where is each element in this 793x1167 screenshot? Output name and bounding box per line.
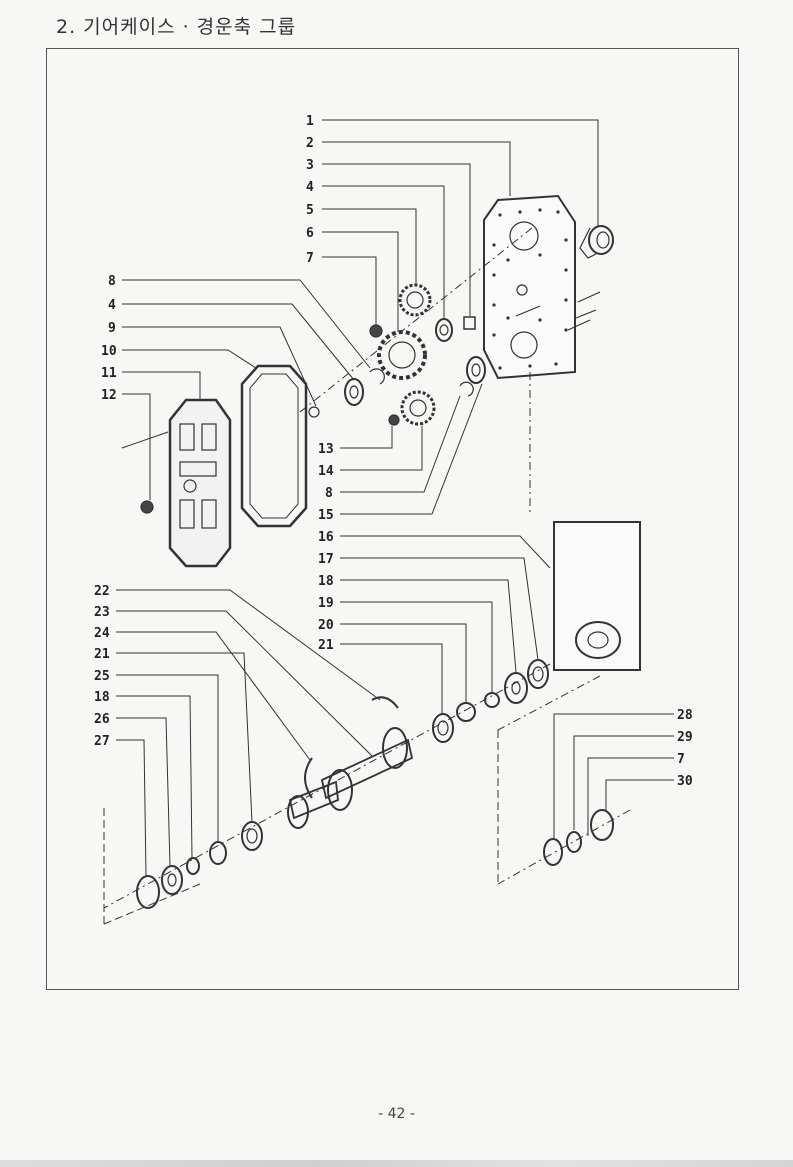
label-14: 14	[318, 464, 334, 479]
gasket	[240, 364, 308, 528]
label-3: 3	[306, 158, 314, 173]
label-22: 22	[94, 584, 110, 599]
label-2: 2	[306, 136, 314, 151]
leader-lines	[116, 119, 674, 877]
scan-edge	[0, 1160, 793, 1167]
label-27: 27	[94, 734, 110, 749]
cover-bolts	[515, 291, 601, 331]
label-6: 6	[306, 226, 314, 241]
hub-left	[161, 865, 183, 895]
label-4b: 4	[108, 298, 116, 313]
snap-ring-left	[369, 368, 385, 385]
collar-26	[186, 857, 200, 875]
label-12: 12	[101, 388, 117, 403]
label-15: 15	[318, 508, 334, 523]
label-30: 30	[677, 774, 693, 789]
label-13: 13	[318, 442, 334, 457]
washer	[308, 406, 320, 418]
side-cover	[553, 521, 641, 671]
bearing-29	[566, 831, 582, 853]
cap-30	[590, 809, 614, 841]
bearing-25	[241, 821, 263, 851]
label-23: 23	[94, 605, 110, 620]
label-26: 26	[94, 712, 110, 727]
label-1: 1	[306, 114, 314, 129]
flange-28	[543, 838, 563, 866]
gear-upper	[398, 283, 432, 317]
oil-seal-small	[463, 316, 476, 330]
snap-ring-right	[459, 381, 474, 397]
exploded-parts-diagram	[46, 48, 739, 990]
label-10: 10	[101, 344, 117, 359]
gear-case-housing	[168, 398, 232, 568]
label-20: 20	[318, 618, 334, 633]
label-21: 21	[318, 638, 334, 653]
collar-19	[484, 692, 500, 708]
tilling-shaft	[287, 696, 414, 829]
gear-large	[377, 330, 427, 380]
assembly-axis-lines	[103, 227, 631, 909]
label-8: 8	[108, 274, 116, 289]
label-29: 29	[677, 730, 693, 745]
label-17: 17	[318, 552, 334, 567]
flange-20	[456, 702, 476, 722]
flange-27	[136, 875, 160, 909]
bearing-right	[466, 356, 486, 384]
label-21b: 21	[94, 647, 110, 662]
label-18: 18	[318, 574, 334, 589]
label-28: 28	[677, 708, 693, 723]
label-11: 11	[101, 366, 117, 381]
label-24: 24	[94, 626, 110, 641]
label-7: 7	[306, 251, 314, 266]
bearing-cap-top	[579, 225, 614, 259]
label-19: 19	[318, 596, 334, 611]
label-8b: 8	[325, 486, 333, 501]
shaft-nut-lower	[388, 414, 400, 426]
label-5: 5	[306, 203, 314, 218]
label-16: 16	[318, 530, 334, 545]
housing-bolt	[121, 431, 169, 449]
page-title: 2. 기어케이스 · 경운축 그룹	[56, 16, 297, 38]
label-18b: 18	[94, 690, 110, 705]
label-7b: 7	[677, 752, 685, 767]
bearing-left	[344, 378, 364, 406]
label-25: 25	[94, 669, 110, 684]
part-number-labels: 1 2 3 4 5 6 7 8 4 9 10 11 12 13 14 8 15 …	[94, 114, 693, 789]
gear-lower	[400, 390, 436, 426]
bearing-7	[435, 318, 453, 342]
label-4: 4	[306, 180, 314, 195]
gear-case-cover	[483, 194, 576, 380]
label-9: 9	[108, 321, 116, 336]
oil-plug	[140, 500, 154, 514]
shaft-nut-upper	[369, 324, 383, 338]
hub-17	[504, 672, 528, 704]
page-number: - 42 -	[378, 1106, 415, 1122]
